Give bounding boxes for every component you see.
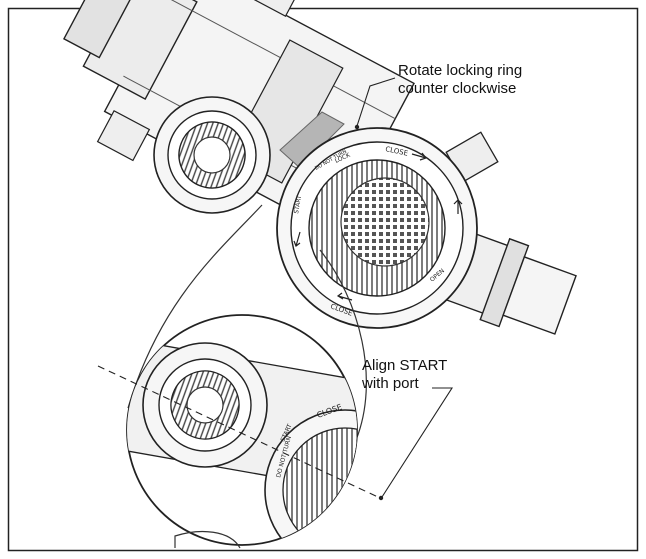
arrow-up-icon	[453, 199, 463, 214]
callout-align-line1: Align START	[362, 357, 448, 374]
ring-label-start: START	[293, 195, 303, 215]
rotation-highlight	[279, 111, 345, 169]
alignment-dashed-line	[97, 365, 381, 499]
zoom-detail: CLOSE START DO NOT TURN	[126, 314, 358, 546]
arrow-right-icon	[411, 152, 428, 161]
magnifier-connector	[127, 204, 367, 441]
align-leader-dot	[378, 495, 384, 501]
strainer-lid: CLOSE LOCK OPEN START CLOSE DO NOT TURN	[276, 127, 478, 329]
figure-border	[7, 7, 639, 552]
callout-rotate-line2: counter clockwise	[398, 80, 517, 97]
rotate-leader-dot	[354, 124, 360, 130]
side-port	[153, 96, 271, 214]
base-stub	[174, 530, 241, 549]
callout-rotate-locking-ring: Rotate locking ring counter clockwise	[398, 62, 522, 98]
rotate-leader-line	[356, 77, 396, 127]
callout-align-line2: with port	[362, 375, 419, 392]
align-leader-line	[381, 387, 454, 498]
callout-align-start: Align START with port	[362, 357, 447, 393]
arrow-left-icon	[293, 231, 301, 247]
callout-rotate-line1: Rotate locking ring	[398, 62, 523, 79]
